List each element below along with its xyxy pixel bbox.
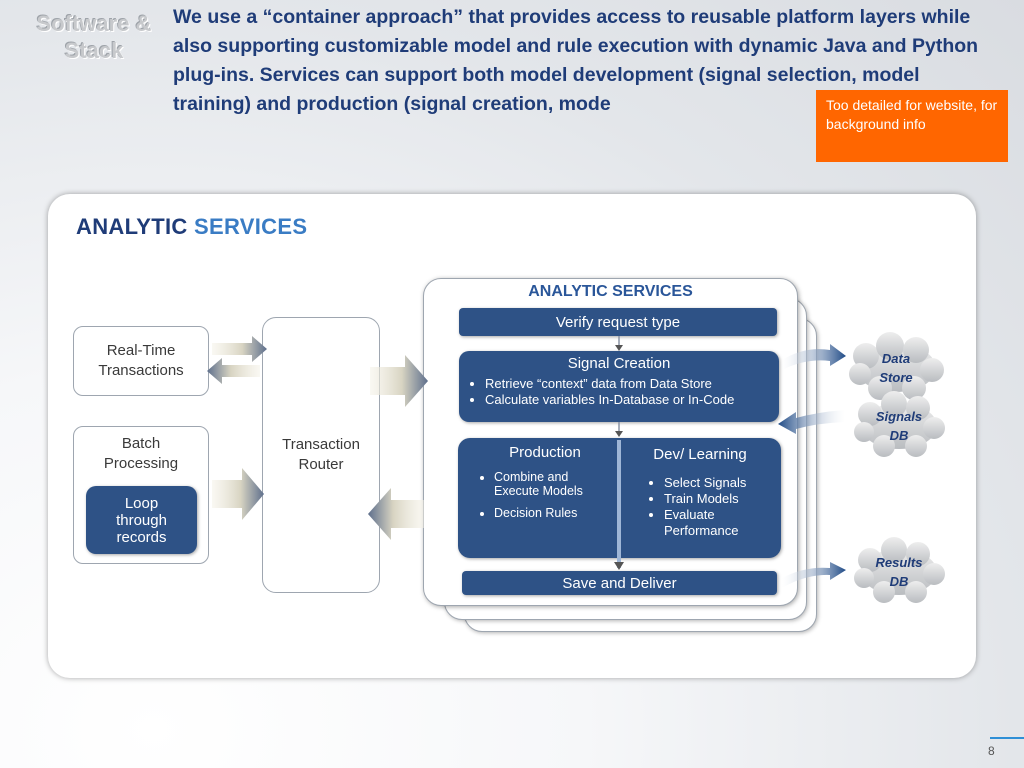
dev-learning-list: Select Signals Train Models Evaluate Per… (646, 475, 774, 539)
signal-item: Retrieve “context” data from Data Store (485, 376, 771, 392)
results-db-cloud (854, 537, 945, 603)
arrow-to-data-store (782, 344, 846, 370)
signals-db-cloud (854, 391, 945, 457)
slide-title: Software & Stack (36, 11, 152, 63)
arrow-services-to-router (368, 488, 424, 540)
dev-learning-title: Dev/ Learning (653, 446, 747, 463)
signal-creation-title: Signal Creation (567, 355, 671, 372)
production-list: Combine and Execute Models Decision Rule… (476, 470, 616, 520)
flow-arrowhead (615, 345, 623, 351)
arrow-router-to-realtime (207, 358, 260, 384)
flow-arrowhead (614, 562, 624, 570)
signal-creation-box: Signal Creation Retrieve “context” data … (459, 351, 779, 422)
panel-title: ANALYTIC SERVICES (76, 214, 307, 240)
production-item: Decision Rules (494, 506, 616, 520)
sticky-note: Too detailed for website, for background… (816, 90, 1008, 162)
results-db-label: Results DB (875, 555, 923, 589)
verify-request-bar: Verify request type (459, 308, 777, 336)
services-title: ANALYTIC SERVICES (528, 283, 693, 300)
signal-item: Calculate variables In-Database or In-Co… (485, 392, 771, 408)
dev-item: Train Models (664, 491, 774, 507)
production-dev-divider (617, 440, 621, 568)
arrow-router-to-services (370, 355, 428, 407)
dev-item: Evaluate Performance (664, 507, 774, 539)
realtime-transactions-box: Real-Time Transactions (73, 326, 209, 396)
dev-item: Select Signals (664, 475, 774, 491)
arrow-batch-to-router (212, 468, 264, 520)
batch-processing-label: Batch Processing (103, 435, 179, 472)
panel-title-word2: SERVICES (194, 214, 308, 239)
arrow-to-results-db (782, 562, 846, 588)
loop-records-box: Loop through records (86, 486, 197, 554)
transaction-router-box: Transaction Router (262, 317, 380, 593)
footer-line (990, 737, 1024, 739)
production-title: Production (509, 444, 581, 461)
panel-title-word1: ANALYTIC (76, 214, 188, 239)
flow-arrowhead (615, 431, 623, 437)
signal-creation-list: Retrieve “context” data from Data Store … (467, 376, 771, 408)
signals-db-label: Signals DB (875, 409, 923, 443)
page-number: 8 (988, 744, 995, 758)
production-item: Combine and Execute Models (494, 470, 616, 498)
save-deliver-bar: Save and Deliver (462, 571, 777, 595)
arrow-realtime-to-router (212, 336, 267, 362)
intro-text: We use a “container approach” that provi… (173, 6, 979, 115)
arrow-from-signals-db (778, 410, 845, 434)
data-store-label: Data Store (879, 351, 913, 385)
